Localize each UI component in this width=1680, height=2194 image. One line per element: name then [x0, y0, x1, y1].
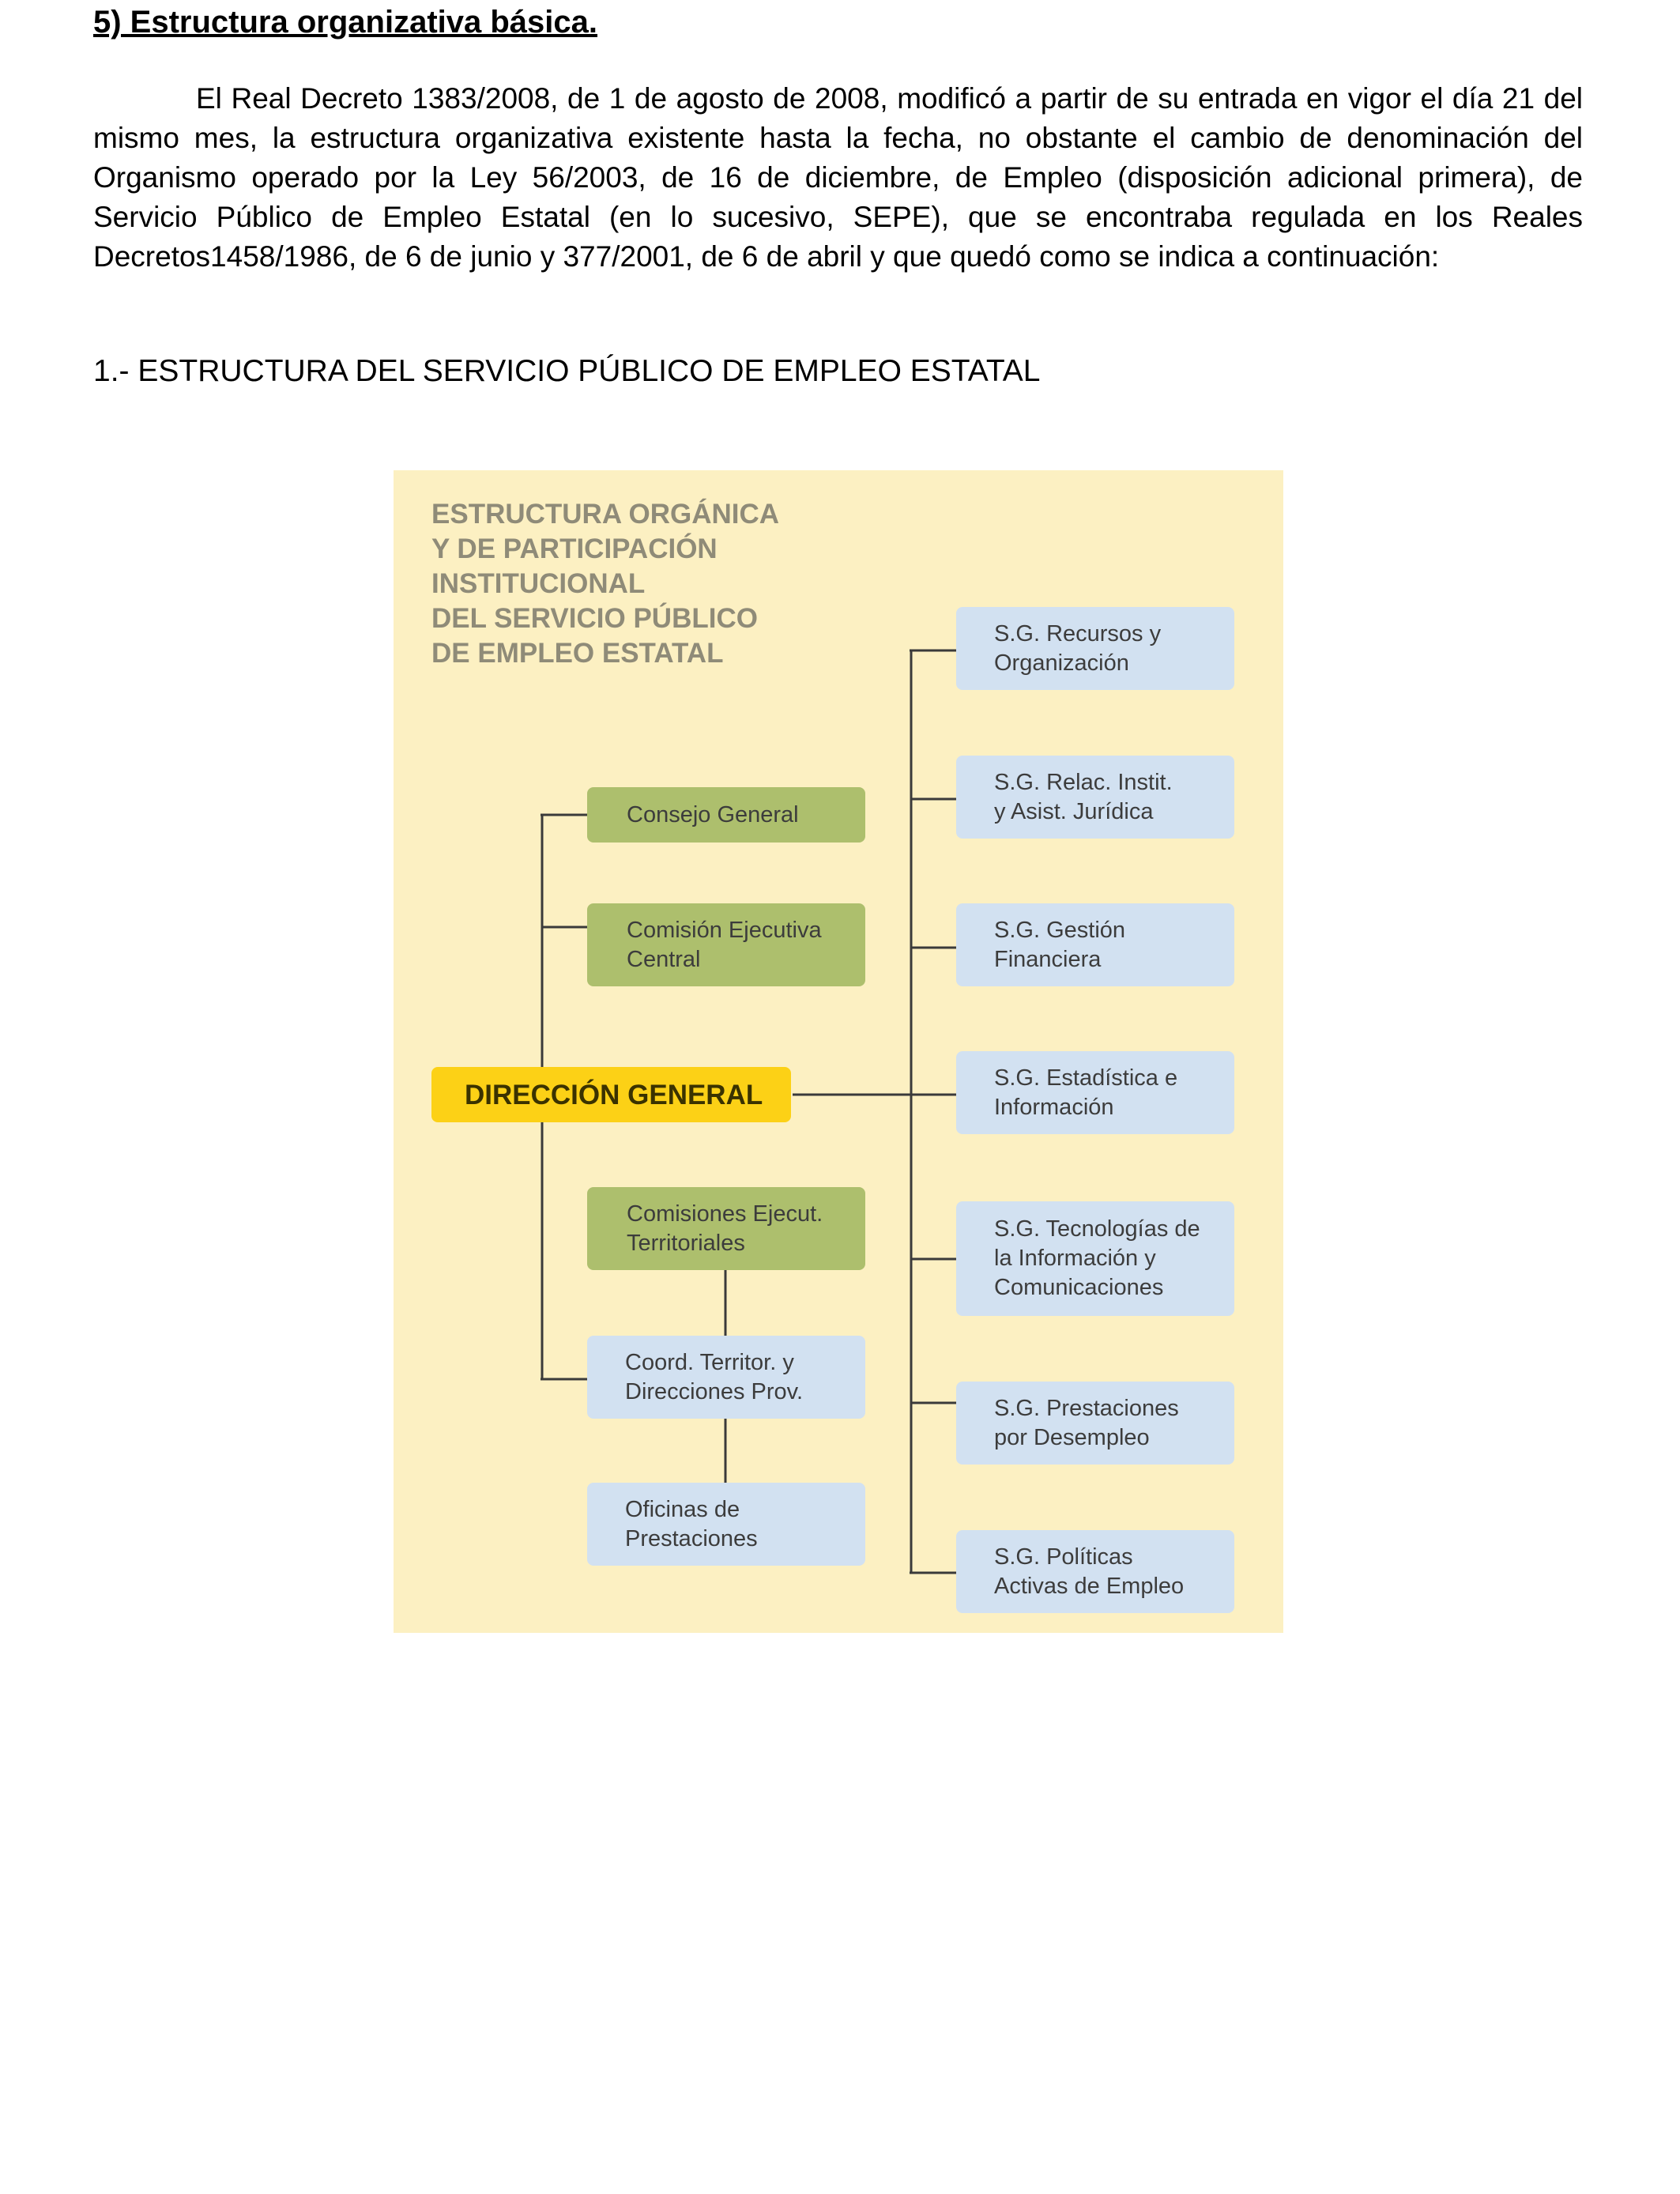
box-sg-recursos-organizacion: S.G. Recursos y Organización — [956, 607, 1234, 690]
box-label: Coord. Territor. y Direcciones Prov. — [625, 1349, 804, 1404]
box-sg-prestaciones-desempleo: S.G. Prestaciones por Desempleo — [956, 1382, 1234, 1465]
box-label: S.G. Tecnologías de la Información y Com… — [994, 1216, 1200, 1300]
box-label: S.G. Políticas Activas de Empleo — [994, 1544, 1185, 1599]
box-sg-politicas-activas: S.G. Políticas Activas de Empleo — [956, 1530, 1234, 1613]
box-comision-ejecutiva-central: Comisión Ejecutiva Central — [587, 903, 865, 986]
chart-title-line: DE EMPLEO ESTATAL — [431, 638, 724, 669]
page-heading: 5) Estructura organizativa básica. — [93, 5, 598, 40]
box-sg-gestion-financiera: S.G. Gestión Financiera — [956, 903, 1234, 986]
box-label: S.G. Recursos y Organización — [994, 620, 1162, 676]
box-label: Comisiones Ejecut. Territoriales — [627, 1201, 823, 1256]
box-sg-relaciones-institucionales: S.G. Relac. Instit. y Asist. Jurídica — [956, 756, 1234, 839]
box-sg-estadistica-informacion: S.G. Estadística e Información — [956, 1051, 1234, 1134]
box-direccion-general: DIRECCIÓN GENERAL — [431, 1067, 791, 1122]
box-label: Oficinas de Prestaciones — [625, 1496, 758, 1551]
chart-title: ESTRUCTURA ORGÁNICA Y DE PARTICIPACIÓN I… — [431, 497, 827, 671]
section-title: 1.- ESTRUCTURA DEL SERVICIO PÚBLICO DE E… — [93, 354, 1041, 388]
box-label: Consejo General — [627, 801, 799, 827]
box-label: DIRECCIÓN GENERAL — [465, 1079, 763, 1110]
box-oficinas-prestaciones: Oficinas de Prestaciones — [587, 1483, 865, 1566]
box-label: S.G. Prestaciones por Desempleo — [994, 1395, 1179, 1450]
box-consejo-general: Consejo General — [587, 787, 865, 843]
intro-paragraph: El Real Decreto 1383/2008, de 1 de agost… — [93, 82, 1583, 273]
org-chart: ESTRUCTURA ORGÁNICA Y DE PARTICIPACIÓN I… — [394, 470, 1283, 1633]
box-sg-tecnologias: S.G. Tecnologías de la Información y Com… — [956, 1201, 1234, 1316]
chart-title-line: ESTRUCTURA ORGÁNICA — [431, 499, 780, 530]
box-comisiones-ejecutivas-territoriales: Comisiones Ejecut. Territoriales — [587, 1187, 865, 1270]
box-label: Comisión Ejecutiva Central — [627, 917, 822, 972]
box-coordinacion-territorial: Coord. Territor. y Direcciones Prov. — [587, 1336, 865, 1419]
box-label: S.G. Relac. Instit. y Asist. Jurídica — [994, 769, 1173, 824]
box-label: S.G. Gestión Financiera — [994, 917, 1126, 972]
box-label: S.G. Estadística e Información — [994, 1065, 1178, 1120]
chart-title-line: DEL SERVICIO PÚBLICO — [431, 603, 758, 634]
chart-title-line: Y DE PARTICIPACIÓN — [431, 533, 718, 564]
chart-title-line: INSTITUCIONAL — [431, 568, 646, 599]
